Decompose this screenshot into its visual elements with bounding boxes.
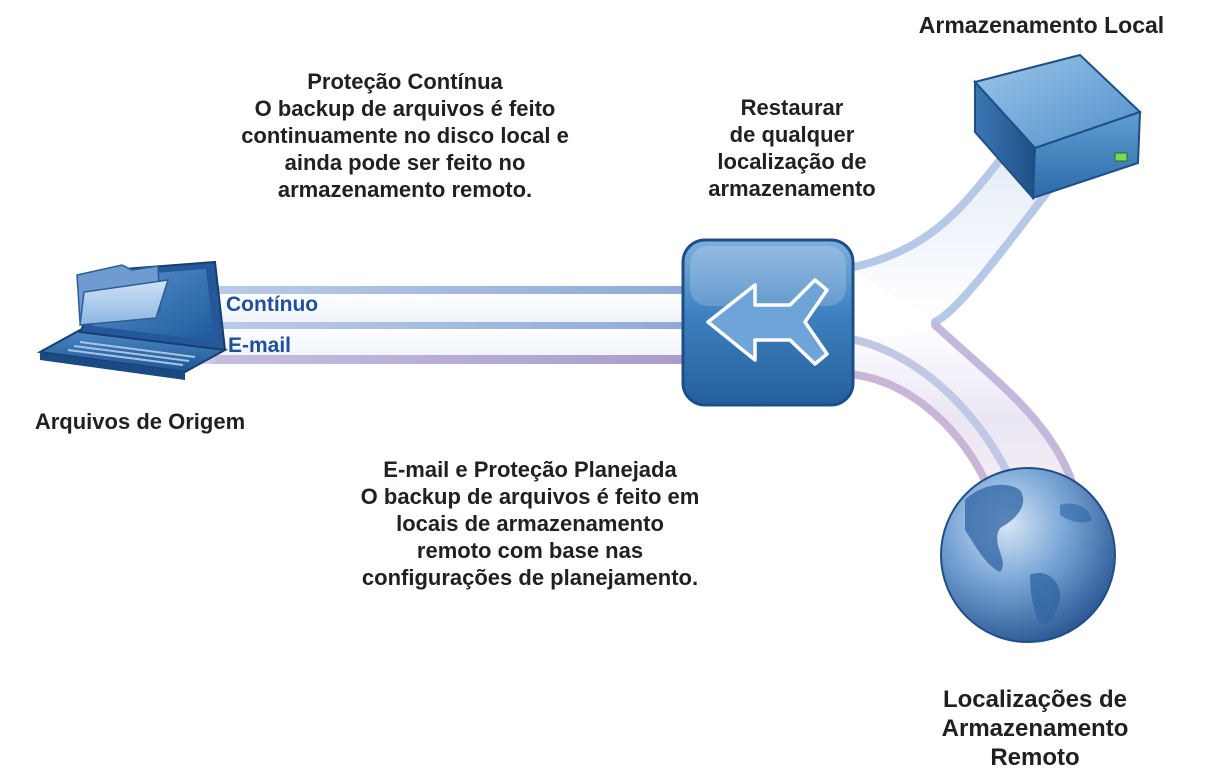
callout-email-scheduled: E-mail e Proteção Planejada O backup de … xyxy=(285,456,775,591)
remote-storage-line: Localizações de xyxy=(942,686,1128,713)
callout-title: Restaurar xyxy=(740,95,844,120)
hard-drive-icon xyxy=(973,53,1142,201)
source-files-text: Arquivos de Origem xyxy=(34,409,246,434)
callout-line: remoto com base nas xyxy=(416,538,644,563)
callout-line: armazenamento xyxy=(708,176,876,201)
callout-line: locais de armazenamento xyxy=(396,511,664,536)
label-source-files: Arquivos de Origem xyxy=(0,408,280,435)
remote-storage-line: Remoto xyxy=(990,744,1080,771)
branch-to-remote-storage xyxy=(841,321,1076,486)
callout-line: localização de xyxy=(717,149,867,174)
callout-line: continuamente no disco local e xyxy=(241,123,569,148)
folder-icon xyxy=(76,264,170,326)
local-storage-text: Armazenamento Local xyxy=(918,12,1165,38)
label-local-storage: Armazenamento Local xyxy=(878,12,1205,39)
callout-line: O backup de arquivos é feito em xyxy=(360,484,700,509)
callout-line: armazenamento remoto. xyxy=(277,177,533,202)
lane-label-email: E-mail xyxy=(228,334,292,357)
restore-arrow-icon xyxy=(681,238,855,407)
callout-line: O backup de arquivos é feito xyxy=(254,96,556,121)
branch-to-local-storage xyxy=(846,156,1059,326)
callout-title: E-mail e Proteção Planejada xyxy=(383,457,677,482)
callout-line: de qualquer xyxy=(729,122,855,147)
globe-icon xyxy=(940,467,1116,643)
label-remote-storage: Localizações de Armazenamento Remoto xyxy=(900,685,1170,772)
callout-restore: Restaurar de qualquer localização de arm… xyxy=(672,94,912,202)
flow-band xyxy=(150,286,710,364)
lane-label-continuous: Contínuo xyxy=(226,293,319,316)
remote-storage-line: Armazenamento xyxy=(941,715,1129,742)
callout-continuous-protection: Proteção Contínua O backup de arquivos é… xyxy=(160,68,650,203)
callout-title: Proteção Contínua xyxy=(307,69,503,94)
callout-line: configurações de planejamento. xyxy=(361,565,699,590)
callout-line: ainda pode ser feito no xyxy=(284,150,526,175)
